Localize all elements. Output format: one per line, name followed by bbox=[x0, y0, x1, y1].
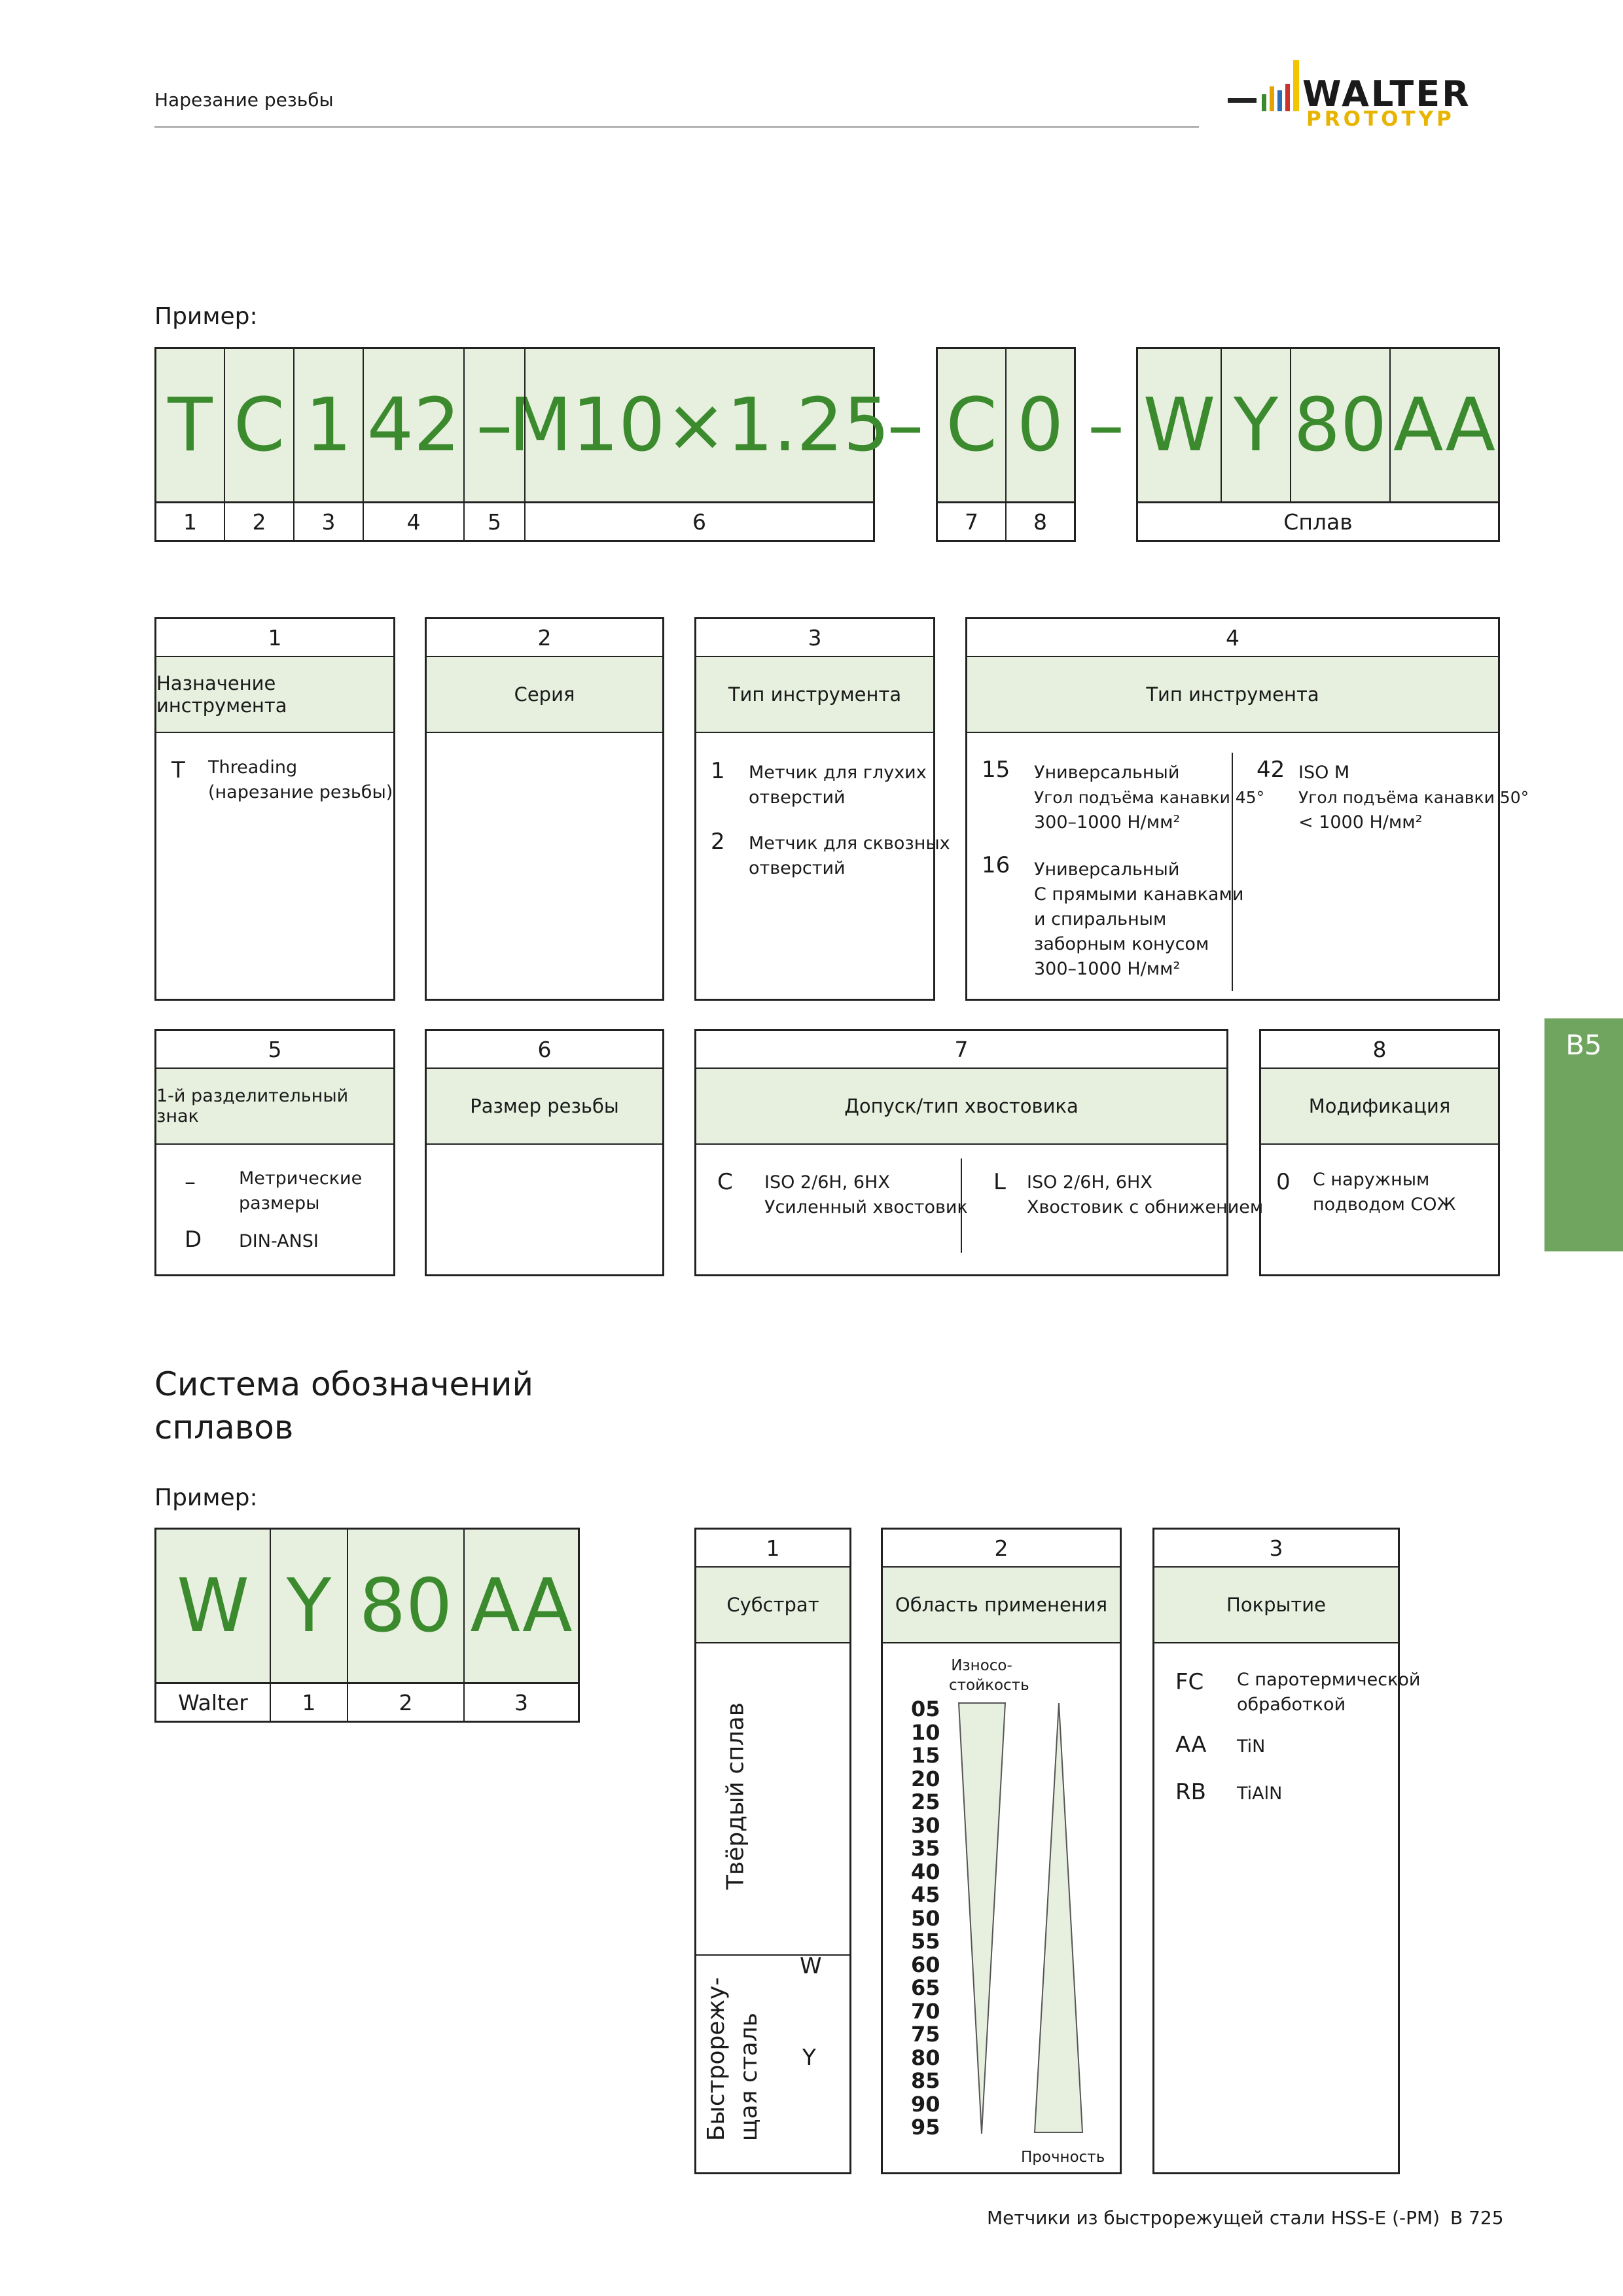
code-1: 1 bbox=[294, 349, 363, 501]
scale-value: 10 bbox=[911, 1719, 940, 1745]
scale-value: 90 bbox=[911, 2091, 940, 2117]
scale-value: 50 bbox=[911, 1905, 940, 1931]
scale-value: 20 bbox=[911, 1766, 940, 1791]
pos-num-3: 3 bbox=[321, 509, 336, 535]
code-aa: AA bbox=[1391, 349, 1498, 501]
code-dash-2: – bbox=[887, 382, 924, 468]
wear-wedge bbox=[957, 1702, 1007, 2134]
scale-value: 15 bbox=[911, 1743, 940, 1768]
pos-num-7: 7 bbox=[965, 509, 978, 535]
walter-logo: WALTER PROTOTYP bbox=[1228, 60, 1503, 132]
pos-num-6: 6 bbox=[692, 509, 706, 535]
scale-value: 35 bbox=[911, 1836, 940, 1861]
code-dash: – bbox=[465, 349, 524, 501]
pos-num-4: 4 bbox=[406, 509, 421, 535]
scale-value: 60 bbox=[911, 1952, 940, 1977]
code-thread-size: M10×1.25 bbox=[508, 349, 890, 501]
substrate-y: Y bbox=[802, 2045, 816, 2071]
scale-value: 80 bbox=[911, 2045, 940, 2070]
substrate-carbide: Твёрдый сплав bbox=[722, 1702, 749, 1890]
strength-label: Прочность bbox=[1021, 2149, 1105, 2166]
substrate-hss: Быстрорежу- щая сталь bbox=[703, 1977, 762, 2142]
scale-value: 85 bbox=[911, 2068, 940, 2093]
section-title: Нарезание резьбы bbox=[154, 89, 334, 111]
pos-num-2: 2 bbox=[252, 509, 266, 535]
scale-value: 45 bbox=[911, 1882, 940, 1907]
scale-value: 25 bbox=[911, 1789, 940, 1814]
header-rule bbox=[154, 126, 1199, 128]
section-tab-b5: B5 bbox=[1544, 1018, 1623, 1251]
scale-value: 05 bbox=[911, 1696, 940, 1721]
scale-value: 65 bbox=[911, 1975, 940, 2000]
scale-value: 75 bbox=[911, 2022, 940, 2047]
footer-text: Метчики из быстрорежущей стали HSS-E (-P… bbox=[987, 2207, 1440, 2229]
code-42: 42 bbox=[364, 349, 463, 501]
page-number: B 725 bbox=[1450, 2207, 1504, 2229]
scale-value: 70 bbox=[911, 1998, 940, 2024]
alloy-example-label: Пример: bbox=[154, 1484, 258, 1511]
alloy-section-title: Система обозначений сплавов bbox=[154, 1365, 533, 1446]
code-80: 80 bbox=[1291, 349, 1389, 501]
code-dash-3: – bbox=[1088, 382, 1124, 468]
wear-resistance-label: Износо- стойкость bbox=[949, 1657, 1029, 1694]
scale-value: 40 bbox=[911, 1859, 940, 1884]
substrate-w: W bbox=[800, 1953, 822, 1979]
code-c: C bbox=[225, 349, 293, 501]
wedge-chart bbox=[957, 1702, 1084, 2134]
pos-num-1: 1 bbox=[183, 509, 197, 535]
scale-value: 95 bbox=[911, 2115, 940, 2140]
scale-value: 55 bbox=[911, 1929, 940, 1954]
pos-num-8: 8 bbox=[1033, 509, 1047, 535]
strength-wedge bbox=[1033, 1702, 1084, 2133]
code-0: 0 bbox=[1007, 349, 1074, 501]
alloy-label: Сплав bbox=[1283, 509, 1353, 535]
example-label: Пример: bbox=[154, 303, 258, 330]
scale-value: 30 bbox=[911, 1812, 940, 1838]
code-w: W bbox=[1138, 349, 1221, 501]
code-c-shank: C bbox=[938, 349, 1005, 501]
code-t: T bbox=[156, 349, 224, 501]
pos-num-5: 5 bbox=[488, 509, 501, 535]
code-y: Y bbox=[1222, 349, 1290, 501]
